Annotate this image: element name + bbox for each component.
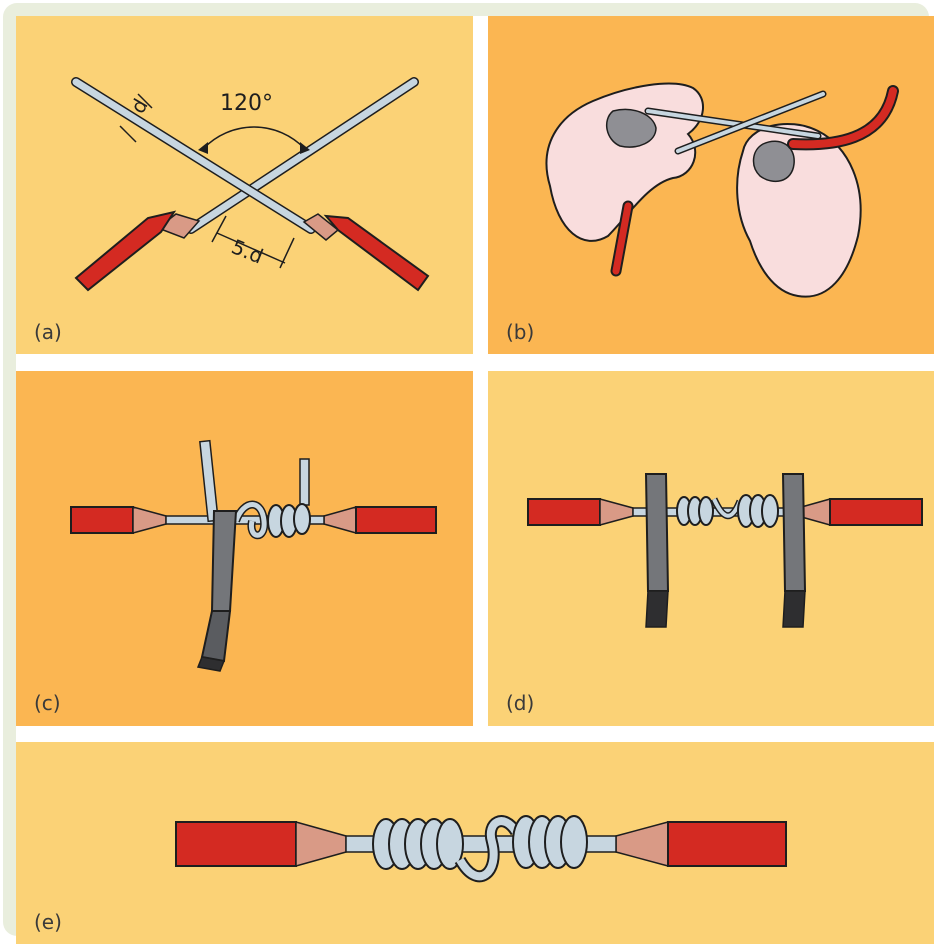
copper-strands [616, 822, 668, 866]
insulated-wire [830, 499, 922, 525]
length-label: 5.d [228, 234, 266, 268]
dimension-line [280, 238, 294, 268]
insulated-wire [76, 212, 174, 290]
panel-a-drawing: 120° d 5.d [16, 16, 473, 354]
panel-e: (e) [16, 742, 934, 944]
copper-strands [133, 507, 166, 533]
bare-wire-fill [76, 82, 311, 229]
pliers-grip [783, 591, 805, 627]
panel-label: (b) [506, 320, 534, 344]
figure-panels: 120° d 5.d (a) (b) [16, 16, 934, 944]
pliers-jaw [646, 474, 668, 591]
insulated-wire [528, 499, 600, 525]
wire-end [200, 441, 218, 522]
panel-b-drawing [488, 16, 934, 354]
copper-strands [296, 822, 346, 866]
dimension-line [120, 126, 136, 142]
copper-strands [600, 499, 633, 525]
panel-label: (d) [506, 691, 534, 715]
panel-d: (d) [488, 371, 934, 726]
panel-e-drawing [16, 742, 934, 944]
angle-arc [204, 127, 304, 148]
pliers-jaw [212, 511, 236, 611]
panel-d-drawing [488, 371, 934, 726]
panel-label: (e) [34, 910, 62, 934]
panel-c-drawing [16, 371, 473, 726]
wire-end [300, 459, 309, 505]
panel-c: (c) [16, 371, 473, 726]
dimension-line [212, 216, 226, 242]
insulated-wire [326, 216, 428, 290]
figure-frame: 120° d 5.d (a) (b) [3, 3, 929, 936]
pliers-jaw [783, 474, 805, 591]
pliers-grip [646, 591, 668, 627]
panel-b: (b) [488, 16, 934, 354]
insulated-wire [356, 507, 436, 533]
insulated-wire [176, 822, 296, 866]
insulated-wire [668, 822, 786, 866]
copper-strands [324, 507, 356, 533]
insulated-wire [71, 507, 133, 533]
panel-label: (a) [34, 320, 62, 344]
panel-label: (c) [34, 691, 61, 715]
angle-label: 120° [220, 91, 273, 116]
arrowhead [198, 142, 208, 154]
panel-a: 120° d 5.d (a) [16, 16, 473, 354]
pliers-handle [202, 611, 230, 661]
